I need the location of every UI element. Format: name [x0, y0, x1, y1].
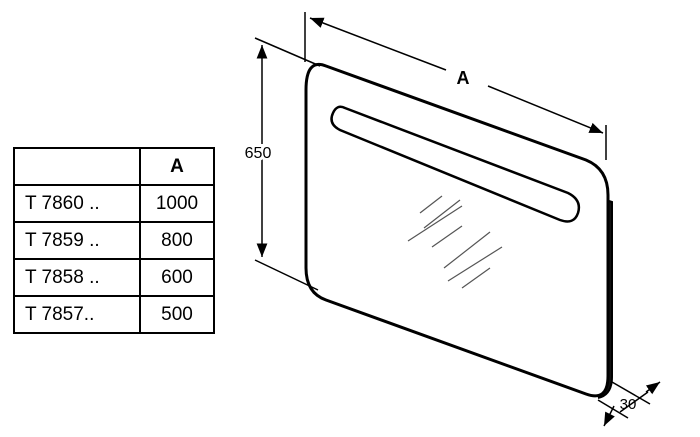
- model-code-cell: T 7857..: [13, 295, 141, 334]
- depth-dimension: [597, 381, 661, 427]
- glass-reflection-lines: [407, 195, 503, 289]
- height-dimension: [254, 37, 321, 291]
- table-row: T 7859 .. 800: [13, 221, 215, 260]
- model-code-cell: T 7860 ..: [13, 184, 141, 223]
- dimension-a-cell: 600: [139, 258, 215, 297]
- table-header-row: A: [13, 147, 215, 186]
- table-row: T 7860 .. 1000: [13, 184, 215, 223]
- light-bar: [330, 105, 581, 223]
- height-label: 650: [245, 145, 272, 162]
- dimension-a-cell: 800: [139, 221, 215, 260]
- width-label: A: [457, 68, 470, 88]
- table-row: T 7857.. 500: [13, 295, 215, 334]
- depth-label: 30: [620, 396, 637, 413]
- width-dimension: [304, 12, 607, 160]
- column-header-a: A: [139, 147, 215, 186]
- model-code-cell: T 7859 ..: [13, 221, 141, 260]
- table-corner-cell: [13, 147, 141, 186]
- table-row: T 7858 .. 600: [13, 258, 215, 297]
- dimension-a-cell: 1000: [139, 184, 215, 223]
- dimension-a-cell: 500: [139, 295, 215, 334]
- model-code-cell: T 7858 ..: [13, 258, 141, 297]
- dimensions-table: A T 7860 .. 1000 T 7859 .. 800 T 7858 ..…: [13, 147, 215, 334]
